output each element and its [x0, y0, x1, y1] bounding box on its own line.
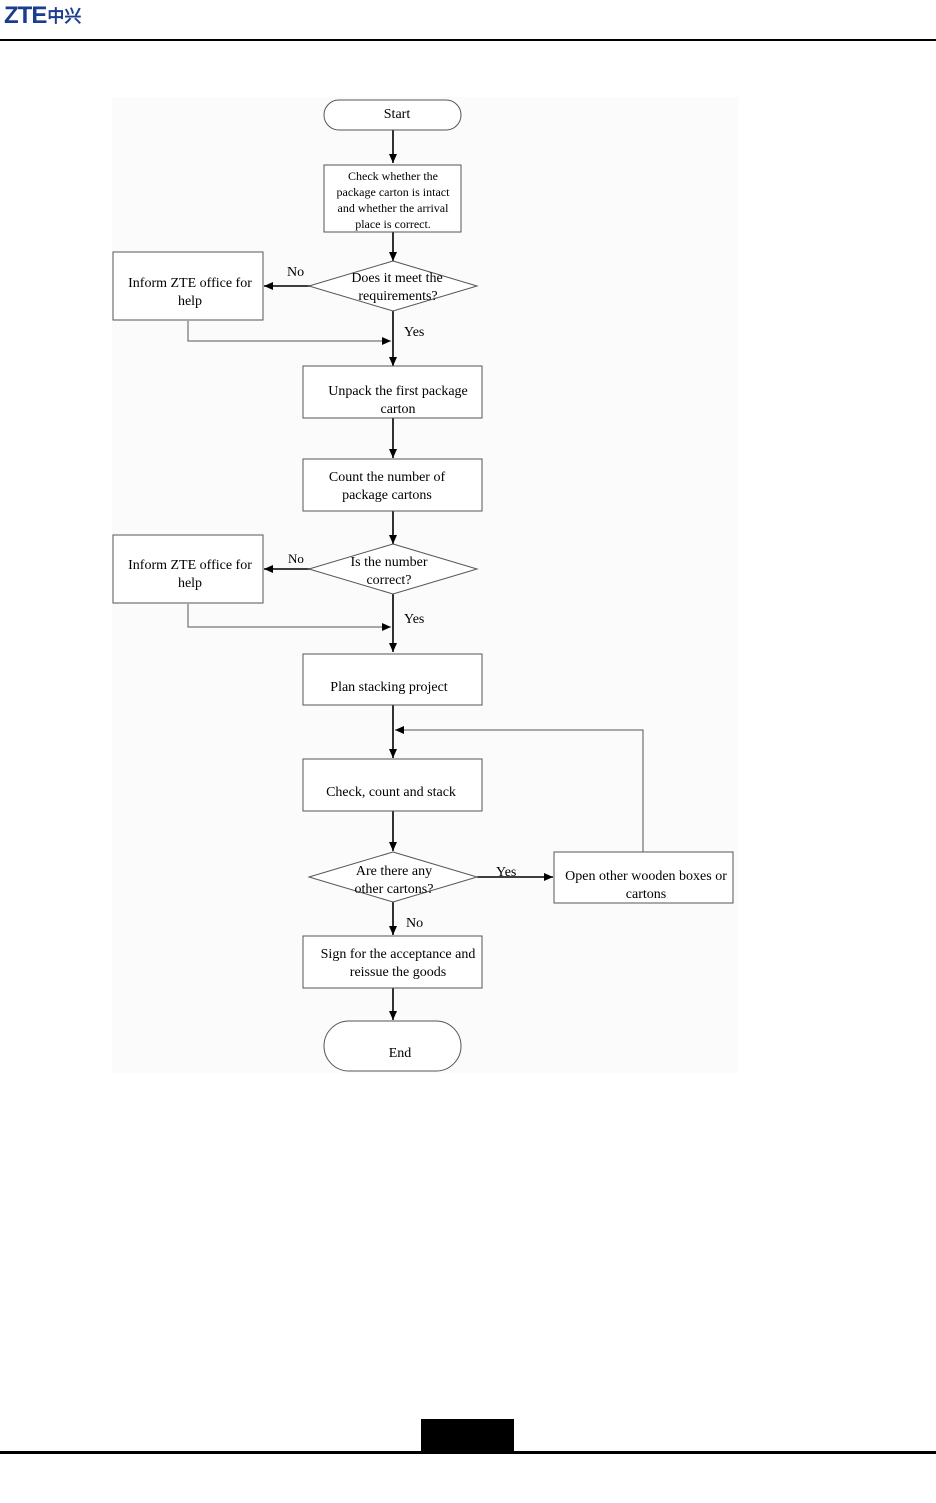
count-line-1: Count the number of [329, 470, 446, 485]
end-label: End [389, 1046, 412, 1061]
open-other-line-2: cartons [626, 887, 666, 902]
inform2-line-2: help [178, 576, 202, 591]
end-terminal [323, 1020, 462, 1072]
decision1-no-label: No [287, 265, 304, 280]
count-line-2: package cartons [342, 488, 432, 503]
decision1-line-2: requirements? [358, 289, 437, 304]
check-carton-box [323, 164, 462, 233]
start-label: Start [384, 107, 411, 122]
decision3-yes-label: Yes [496, 865, 516, 880]
decision1-line-1: Does it meet the [351, 271, 442, 286]
open-other-line-1: Open other wooden boxes or [565, 869, 727, 884]
check-carton-line-1: Check whether the [348, 169, 438, 183]
unpack-line-1: Unpack the first package [328, 384, 468, 399]
inform1-line-1: Inform ZTE office for [128, 276, 252, 291]
return-connectors [187, 321, 644, 852]
requirements-decision [307, 260, 479, 312]
count-cartons-box [302, 458, 483, 512]
zte-logo: ZTE 中兴 [4, 0, 81, 28]
plan-stacking-box [302, 653, 483, 706]
flow-connectors [264, 130, 553, 1020]
logo-cjk-text: 中兴 [47, 7, 82, 27]
unpack-line-2: carton [381, 402, 416, 417]
number-correct-decision [307, 543, 479, 595]
open-other-box [553, 851, 734, 904]
plan-stacking-label: Plan stacking project [330, 680, 448, 695]
decision2-line-1: Is the number [351, 555, 428, 570]
inform2-line-1: Inform ZTE office for [128, 558, 252, 573]
check-carton-line-3: and whether the arrival [338, 201, 450, 215]
decision2-no-label: No [288, 551, 304, 566]
inform1-line-2: help [178, 294, 202, 309]
decision1-yes-label: Yes [404, 325, 424, 340]
check-count-stack-label: Check, count and stack [326, 785, 456, 800]
decision3-line-2: other cartons? [355, 882, 434, 897]
decision3-line-1: Are there any [356, 864, 432, 879]
footer-divider [0, 1451, 936, 1454]
other-cartons-decision [307, 851, 479, 903]
inform-ztc-box-1 [112, 251, 264, 321]
sign-line-2: reissue the goods [350, 965, 446, 980]
decision2-yes-label: Yes [404, 612, 424, 627]
decision2-line-2: correct? [366, 573, 411, 588]
start-terminal [323, 99, 462, 131]
sign-acceptance-box [302, 935, 483, 989]
sign-line-1: Sign for the acceptance and [321, 947, 476, 962]
page-number-box [421, 1419, 514, 1452]
check-count-stack-box [302, 758, 483, 812]
unpack-box [302, 365, 483, 419]
check-carton-line-4: place is correct. [355, 217, 431, 231]
header-divider [0, 39, 936, 41]
inform-ztc-box-2 [112, 534, 264, 604]
logo-latin-text: ZTE [4, 2, 47, 29]
check-carton-line-2: package carton is intact [337, 185, 451, 199]
decision3-no-label: No [406, 916, 423, 931]
